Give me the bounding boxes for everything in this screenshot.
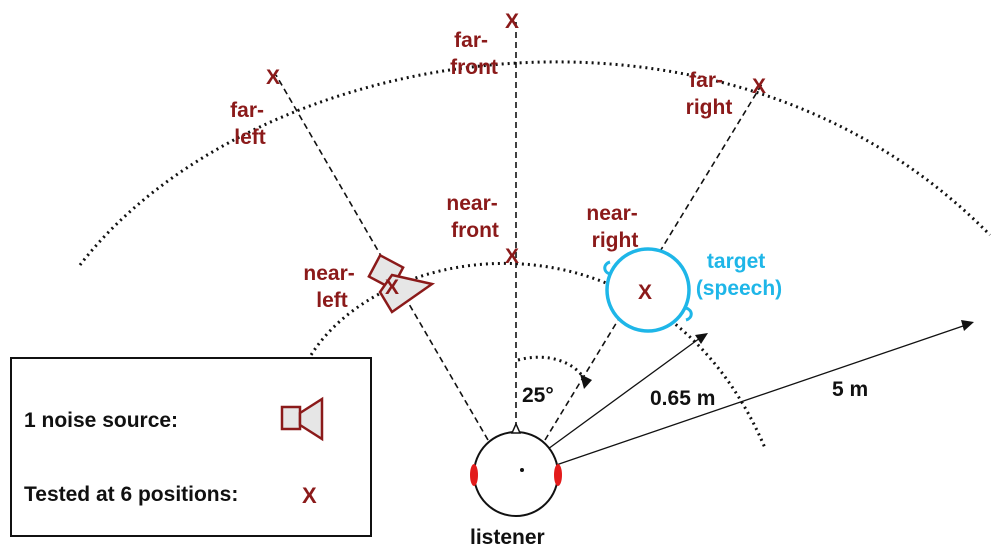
angle-arrowhead <box>580 374 592 389</box>
near-radius-arrowhead <box>695 333 708 344</box>
noise-speaker-icon <box>367 253 436 314</box>
legend-marker: X <box>302 483 317 508</box>
label-far-front: far- front <box>450 29 498 79</box>
listener-center-dot <box>520 468 524 472</box>
far-radius-arrow <box>523 324 967 477</box>
label-near-right: near- right <box>586 202 643 252</box>
legend-speaker-icon <box>280 396 324 442</box>
legend-noise-label: 1 noise source: <box>24 409 179 432</box>
marker-far-front: X <box>505 10 519 33</box>
marker-far-left: X <box>266 66 280 89</box>
marker-near-left: X <box>385 276 399 299</box>
listener-head-icon <box>470 422 562 517</box>
angle-arc <box>517 355 587 381</box>
marker-far-right: X <box>752 75 766 98</box>
label-listener: listener <box>470 526 545 549</box>
label-target: target (speech) <box>696 250 782 300</box>
left-ear-icon <box>470 464 478 486</box>
far-arc <box>78 60 992 266</box>
marker-near-right: X <box>638 281 652 304</box>
legend-box: 1 noise source: Tested at 6 positions: X <box>10 357 372 537</box>
label-far-left: far- left <box>230 99 270 149</box>
near-radius-arrow <box>521 337 701 469</box>
right-ear-icon <box>554 464 562 486</box>
label-near-front: near- front <box>446 192 503 242</box>
label-near-left: near- left <box>303 262 360 312</box>
marker-near-front: X <box>505 245 519 268</box>
label-far-radius: 5 m <box>832 378 868 401</box>
near-arc <box>306 262 767 449</box>
far-radius-arrowhead <box>961 320 974 331</box>
legend-tested-label: Tested at 6 positions: <box>24 483 239 506</box>
label-angle: 25° <box>522 384 554 407</box>
label-far-right: far- right <box>686 69 733 119</box>
label-near-radius: 0.65 m <box>650 387 715 410</box>
target-head-icon <box>603 247 693 333</box>
